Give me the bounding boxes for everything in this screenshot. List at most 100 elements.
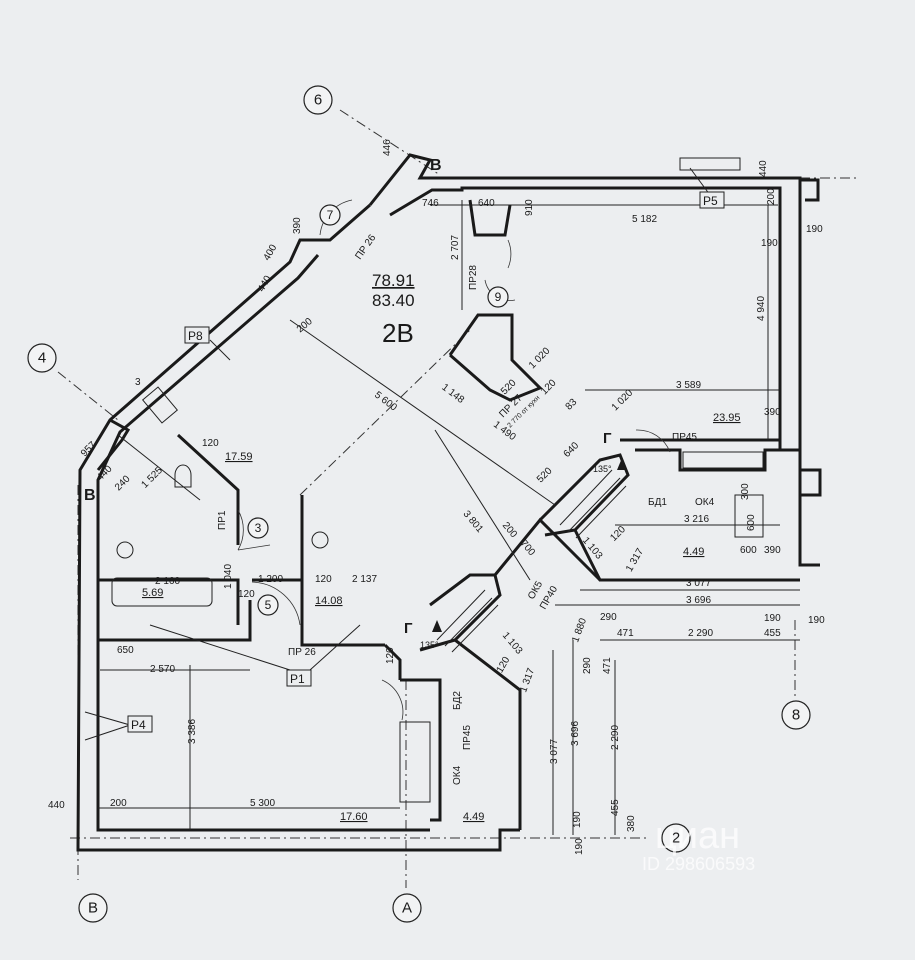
room-area-4-49-right: 4.49: [683, 546, 704, 558]
dim-2137: 2 137: [352, 574, 377, 585]
dim-520-b: 520: [535, 465, 555, 485]
axis-marker-8: 8: [781, 700, 811, 730]
dim-1020-b: 1 020: [610, 387, 636, 413]
leader-p1: [149, 624, 291, 671]
dim-5300: 5 300: [250, 798, 275, 809]
washbasin: [116, 541, 134, 559]
room-marker-7: 7: [319, 204, 341, 226]
axis-label-2: 2: [672, 830, 680, 847]
tag-number-3: 3: [135, 377, 141, 388]
balcony-door-bd1: БД1: [648, 497, 667, 508]
dim-3589: 3 589: [676, 380, 701, 391]
window-top: [679, 157, 741, 171]
wall-right-balcony: [573, 529, 800, 582]
room-marker-3: 3: [247, 517, 269, 539]
dim-650: 650: [117, 645, 134, 656]
leader-p5: [689, 167, 711, 196]
window-left-upper: [141, 386, 179, 424]
dim-200-top: 200: [766, 188, 777, 205]
angle-135-lower: 135°: [420, 640, 439, 650]
dim-3801: 3 801: [461, 509, 486, 536]
dim-190-d: 190: [808, 615, 825, 626]
tag-p1-label: Р1: [290, 672, 305, 686]
stair-mark-lower: Г: [404, 620, 413, 637]
dim-290-b: 290: [582, 657, 593, 674]
wall-room9-block: [448, 313, 543, 402]
dim-300: 300: [740, 483, 751, 500]
axis-label-8: 8: [792, 707, 800, 724]
dim-1103-b: 1 103: [500, 630, 525, 657]
dim-600-b: 600: [740, 545, 757, 556]
dim-446: 446: [382, 139, 393, 156]
living-area-label: 78.91: [372, 271, 415, 290]
dim-390-b: 390: [764, 407, 781, 418]
cabinet-right: [734, 494, 764, 538]
axis-label-4: 4: [38, 350, 46, 367]
dim-1317: 1 317: [624, 546, 646, 574]
axis-marker-4: 4: [27, 343, 57, 373]
axis-line-4: [57, 371, 119, 421]
doorway-pr28: ПР28: [468, 265, 479, 290]
door-arc-room3: [237, 544, 271, 551]
dim-3386: 3 386: [187, 719, 198, 744]
section-mark-left: В: [84, 487, 96, 504]
inner-wall-left-diag: [96, 254, 430, 832]
room-marker-9: 9: [487, 286, 509, 308]
angle-135-upper: 135°: [593, 464, 612, 474]
room-number-3: 3: [255, 521, 262, 535]
dim-240: 240: [113, 473, 133, 493]
doorway-pr26-top: ПР 26: [353, 232, 378, 261]
watermark: циан ID 298606593: [642, 815, 755, 874]
window-right: [682, 451, 764, 469]
axis-marker-A: А: [392, 893, 422, 923]
balcony-door-bd2: БД2: [452, 691, 463, 710]
wall-diag-mid: [493, 517, 602, 582]
axis-label-A: А: [402, 900, 412, 917]
wall-room5-top: [252, 578, 304, 600]
dim-3077-a: 3 077: [686, 578, 711, 589]
tag-p4: Р4: [127, 715, 153, 733]
dim-455-b: 455: [610, 799, 621, 816]
door-arc-bath: [237, 509, 244, 551]
dim-120-g: 120: [495, 655, 513, 675]
dim-1200: 1 200: [258, 574, 283, 585]
dim-910: 910: [524, 199, 535, 216]
window-ok4-bottom: ОК4: [452, 765, 463, 785]
room-number-5: 5: [265, 598, 272, 612]
axis-marker-2: 2: [661, 823, 691, 853]
watermark-id: ID 298606593: [642, 854, 755, 874]
dim-290-a: 290: [600, 612, 617, 623]
dim-746: 746: [422, 198, 439, 209]
dim-line-1525: [117, 434, 201, 501]
section-mark-top: В: [430, 157, 442, 174]
leader-p1b: [309, 624, 361, 671]
dim-2290-b: 2 290: [610, 725, 621, 750]
tag-p5: Р5: [699, 191, 725, 209]
wall-bath-right: [176, 433, 240, 545]
dim-190-a: 190: [761, 238, 778, 249]
dim-1020-a: 1 020: [527, 345, 553, 371]
axis-label-6: 6: [314, 92, 322, 109]
dim-1317-b: 1 317: [518, 666, 537, 694]
doorway-pr45-right: ПР45: [672, 432, 697, 443]
door-arc-bottom: [381, 679, 404, 721]
dim-5182: 5 182: [632, 214, 657, 225]
total-area-label: 83.40: [372, 291, 415, 310]
dim-190-f: 190: [574, 838, 585, 855]
stair-mark-upper: Г: [603, 430, 612, 447]
stairs-arrow-upper: [617, 458, 627, 470]
tag-p8: Р8: [184, 326, 210, 344]
dim-200-d: 200: [110, 798, 127, 809]
wall-room7-stub: [468, 199, 512, 237]
dim-190-b: 190: [806, 224, 823, 235]
room-area-5-69: 5.69: [142, 587, 163, 599]
room-area-14-08: 14.08: [315, 595, 343, 607]
dim-120-d: 120: [315, 574, 332, 585]
dim-3077-b: 3 077: [549, 739, 560, 764]
room-area-23-95: 23.95: [713, 412, 741, 424]
dim-471-b: 471: [602, 657, 613, 674]
doorway-pr26-mid: ПР 26: [288, 647, 316, 658]
tag-p8-label: Р8: [188, 329, 203, 343]
axis-marker-6: 6: [303, 85, 333, 115]
room-marker-5: 5: [257, 594, 279, 616]
